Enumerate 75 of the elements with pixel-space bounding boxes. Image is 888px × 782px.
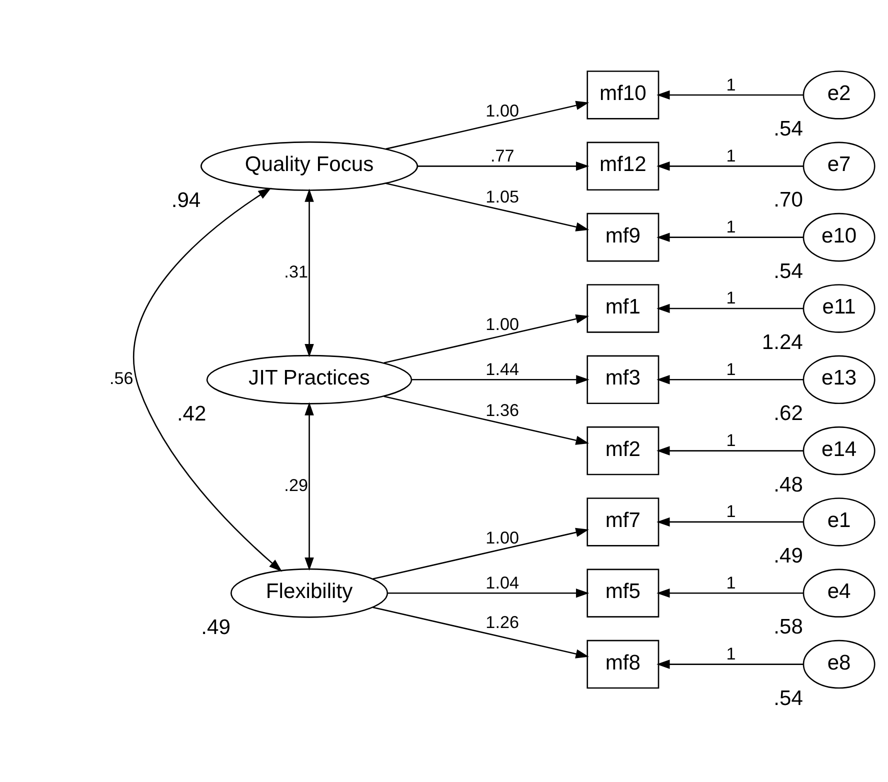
node-box: mf10 [586, 70, 660, 119]
arrow [133, 187, 282, 572]
arrow [418, 161, 590, 170]
arrow [384, 395, 590, 444]
edge-label: 1 [726, 216, 736, 236]
edge-label: 1.00 [486, 527, 520, 548]
arrow [656, 161, 804, 170]
node-label: .49 [201, 616, 230, 639]
node-ellipse: Flexibility [230, 568, 388, 618]
edge-label: 1.00 [486, 100, 520, 120]
node-box: mf12 [586, 141, 660, 190]
node-label: 1.24 [762, 330, 803, 354]
edge-label: 1.36 [486, 399, 520, 420]
edge-label: 1 [726, 74, 736, 94]
edge-label: 1.26 [486, 611, 520, 632]
edge-label: 1 [726, 572, 736, 592]
node-ellipse: e4 [802, 568, 876, 617]
arrow [386, 182, 590, 231]
node-ellipse: e2 [802, 70, 876, 119]
node-label: .58 [774, 615, 803, 638]
arrow [656, 303, 804, 313]
node-label: .48 [774, 472, 803, 496]
arrow [388, 588, 590, 598]
arrow [656, 516, 804, 526]
edge-label: 1.00 [486, 314, 520, 334]
node-label: .54 [774, 117, 803, 140]
node-box: mf7 [586, 497, 660, 546]
node-ellipse: e7 [802, 141, 876, 190]
edge-label: 1 [726, 144, 736, 165]
node-label: .42 [176, 402, 206, 426]
arrow [372, 527, 589, 580]
arrow [412, 374, 590, 384]
edge-label: 1 [726, 430, 736, 450]
arrow [384, 314, 590, 363]
arrow [656, 90, 804, 100]
edge-label: .29 [284, 474, 308, 494]
edge-label: 1.05 [486, 186, 520, 206]
edge-label: 1.04 [486, 572, 520, 592]
node-box: mf2 [586, 426, 660, 475]
edge-label: .31 [284, 260, 308, 281]
node-box: mf5 [586, 568, 660, 617]
edge-label: .56 [110, 368, 134, 388]
edge-label: 1.44 [486, 358, 520, 378]
arrow [656, 374, 804, 384]
node-ellipse: e14 [802, 426, 876, 475]
arrow [304, 188, 314, 357]
node-ellipse: e1 [802, 497, 876, 546]
edge-label: 1 [726, 358, 736, 378]
arrow [656, 659, 804, 668]
edge-label: .77 [490, 144, 514, 165]
arrow [304, 402, 314, 570]
node-box: mf9 [586, 212, 660, 262]
arrow [656, 446, 804, 455]
node-ellipse: e13 [802, 354, 876, 404]
edge-label: 1 [726, 643, 736, 664]
node-box: mf8 [586, 639, 660, 688]
node-box: mf1 [586, 284, 660, 332]
node-box: mf3 [586, 354, 660, 404]
node-label: .54 [774, 686, 803, 710]
node-ellipse: e8 [802, 639, 876, 688]
node-label: .62 [774, 402, 803, 425]
arrow [656, 588, 804, 598]
node-ellipse: e11 [802, 284, 876, 332]
node-label: .49 [774, 544, 803, 568]
arrow [656, 232, 804, 242]
node-ellipse: JIT Practices [206, 354, 412, 404]
edge-label: 1 [726, 500, 736, 521]
edge-label: 1 [726, 287, 736, 308]
node-label: .70 [774, 188, 803, 212]
arrow [372, 606, 589, 658]
arrow [386, 100, 590, 150]
node-ellipse: e10 [802, 212, 876, 262]
node-label: .54 [774, 259, 803, 282]
node-label: .94 [171, 188, 201, 212]
node-ellipse: Quality Focus [200, 140, 418, 190]
